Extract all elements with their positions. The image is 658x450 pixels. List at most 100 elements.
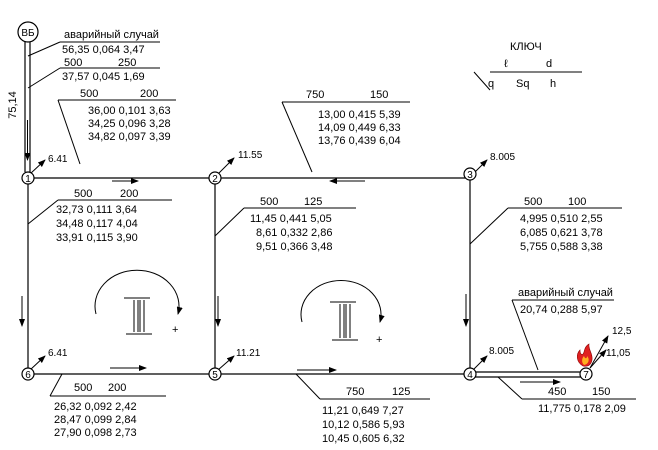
node-3-label: 3 <box>467 170 473 181</box>
key-length-symbol: ℓ <box>504 58 508 70</box>
pipe-1-6-callout: 500 200 32,73 0,111 3,64 34,48 0,117 4,0… <box>27 188 172 244</box>
node-6-label: 6 <box>25 370 31 381</box>
source-pipe-length-label: 500 <box>64 57 82 69</box>
node-5-label: 5 <box>212 370 218 381</box>
key-head-loss-symbol: h <box>550 78 556 90</box>
pipe-3-4 <box>463 178 471 374</box>
source-pipe-diameter-label: 250 <box>118 57 136 69</box>
pipe-1-2-row-2: 34,25 0,096 3,28 <box>88 118 171 130</box>
source-pipe-length: 75,14 <box>7 91 19 119</box>
pipe-1-6-row-3: 33,91 0,115 3,90 <box>56 232 138 244</box>
key-title: КЛЮЧ <box>510 41 542 53</box>
pipe-1-2-row-3: 34,82 0,097 3,39 <box>88 131 171 143</box>
pipe-2-5-row-3: 9,51 0,366 3,48 <box>256 241 332 253</box>
pipe-1-6-length: 500 <box>74 188 92 200</box>
fire-flow-value: 12,5 <box>612 326 632 337</box>
source-emergency-label: аварийный случай <box>64 29 159 41</box>
pipe-1-2-length: 500 <box>80 88 98 100</box>
pipe-1-6 <box>19 178 29 374</box>
node-7: 7 <box>579 367 593 381</box>
key-sq-symbol: Sq <box>516 78 529 90</box>
key-diameter-symbol: d <box>546 58 552 70</box>
pipe-5-4-callout: 750 125 11,21 0,649 7,27 10,12 0,586 5,9… <box>295 373 430 445</box>
pipe-6-5-row-3: 27,90 0,098 2,73 <box>54 427 137 439</box>
pipe-2-3 <box>215 177 470 184</box>
pipe-3-4-row-3: 5,755 0,588 3,38 <box>520 241 603 253</box>
pipe-5-4-row-3: 10,45 0,605 6,32 <box>322 433 405 445</box>
pipe-2-3-callout: 750 150 13,00 0,415 5,39 14,09 0,449 6,3… <box>281 89 410 173</box>
node-5: 5 <box>208 367 222 381</box>
loop-right-sign: + <box>376 334 382 346</box>
pipe-2-3-row-2: 14,09 0,449 6,33 <box>318 122 401 134</box>
node-6: 6 <box>21 367 35 381</box>
node-6-demand: 6.41 <box>48 348 68 359</box>
key-flow-symbol: q <box>488 78 494 90</box>
pipe-4-7-emergency-callout: аварийный случай 20,74 0,288 5,97 <box>511 287 614 371</box>
node-2-label: 2 <box>212 174 218 185</box>
pipe-1-2-diameter: 200 <box>140 88 158 100</box>
source-pipe <box>24 42 31 172</box>
pipe-2-3-length: 750 <box>306 89 324 101</box>
pipe-3-4-row-2: 6,085 0,621 3,78 <box>520 227 603 239</box>
pipe-1-2-callout: 500 200 36,00 0,101 3,63 34,25 0,096 3,2… <box>57 88 176 165</box>
pipe-2-5-diameter: 125 <box>304 196 322 208</box>
node-1-demand: 6.41 <box>48 154 68 165</box>
pipe-1-2 <box>28 177 215 184</box>
pipe-2-5-callout: 500 125 11,45 0,441 5,05 8,61 0,332 2,86… <box>214 196 356 253</box>
pipe-1-6-diameter: 200 <box>120 188 138 200</box>
pipe-1-2-row-1: 36,00 0,101 3,63 <box>88 105 171 117</box>
water-tower-node: ВБ <box>17 21 39 43</box>
pipe-1-6-row-1: 32,73 0,111 3,64 <box>56 204 137 216</box>
node-2-demand: 11.55 <box>238 150 263 161</box>
node-3-demand: 8.005 <box>490 152 515 163</box>
pipe-6-5-diameter: 200 <box>108 382 126 394</box>
node-5-demand: 11.21 <box>236 348 261 359</box>
pipe-5-4-diameter: 125 <box>392 386 410 398</box>
pipe-3-4-diameter: 100 <box>568 196 586 208</box>
pipe-2-3-diameter: 150 <box>370 89 388 101</box>
node-7-demand-arrow <box>589 349 607 369</box>
loop-left-direction: + <box>94 269 183 336</box>
pipe-2-5 <box>214 178 221 374</box>
node-7-label: 7 <box>583 370 589 381</box>
node-5-demand-arrow <box>217 355 235 371</box>
pipe-5-4-row-2: 10,12 0,586 5,93 <box>322 419 405 431</box>
pipe-4-7-values: 11,775 0,178 2,09 <box>538 403 626 415</box>
node-1: 1 <box>21 171 35 185</box>
node-3: 3 <box>463 167 477 181</box>
pipe-3-4-callout: 500 100 4,995 0,510 2,55 6,085 0,621 3,7… <box>469 196 622 253</box>
pipe-4-7-callout: 450 150 11,775 0,178 2,09 <box>497 376 636 415</box>
pipe-4-7-emergency-values: 20,74 0,288 5,97 <box>520 304 603 316</box>
node-2-demand-arrow <box>217 157 235 175</box>
source-pipe-callout: 500 250 37,57 0,045 1,69 <box>27 57 160 89</box>
pipe-5-4 <box>215 367 470 375</box>
pipe-4-7-length: 450 <box>548 386 566 398</box>
pipe-6-5-length: 500 <box>74 382 92 394</box>
node-2: 2 <box>208 171 222 185</box>
pipe-6-5-row-2: 28,47 0,099 2,84 <box>54 414 137 426</box>
node-1-demand-arrow <box>29 159 46 175</box>
loop-right-direction: + <box>300 279 385 346</box>
node-1-label: 1 <box>25 174 31 185</box>
pipe-2-3-row-3: 13,76 0,439 6,04 <box>318 135 401 147</box>
fire-flow-arrow <box>589 335 609 369</box>
pipe-2-5-row-1: 11,45 0,441 5,05 <box>250 213 332 225</box>
pipe-4-7-emergency-label: аварийный случай <box>518 287 613 299</box>
pipe-5-4-row-1: 11,21 0,649 7,27 <box>322 405 404 417</box>
pipe-4-7 <box>470 371 584 385</box>
pipe-5-4-length: 750 <box>346 386 364 398</box>
pipe-2-5-length: 500 <box>260 196 278 208</box>
water-tower-label: ВБ <box>21 28 35 39</box>
node-4-demand: 8.005 <box>489 346 514 357</box>
pipe-3-4-row-1: 4,995 0,510 2,55 <box>520 213 603 225</box>
node-6-demand-arrow <box>29 355 46 371</box>
pipe-6-5-callout: 500 200 26,32 0,092 2,42 28,47 0,099 2,8… <box>49 373 166 439</box>
source-pipe-values: 37,57 0,045 1,69 <box>62 71 145 83</box>
pipe-3-4-length: 500 <box>524 196 542 208</box>
node-4-label: 4 <box>467 370 473 381</box>
pipe-6-5 <box>28 365 215 375</box>
pipe-2-5-row-2: 8,61 0,332 2,86 <box>256 227 332 239</box>
node-4-demand-arrow <box>472 355 488 371</box>
source-emergency-callout: аварийный случай 56,35 0,064 3,47 <box>27 29 160 57</box>
